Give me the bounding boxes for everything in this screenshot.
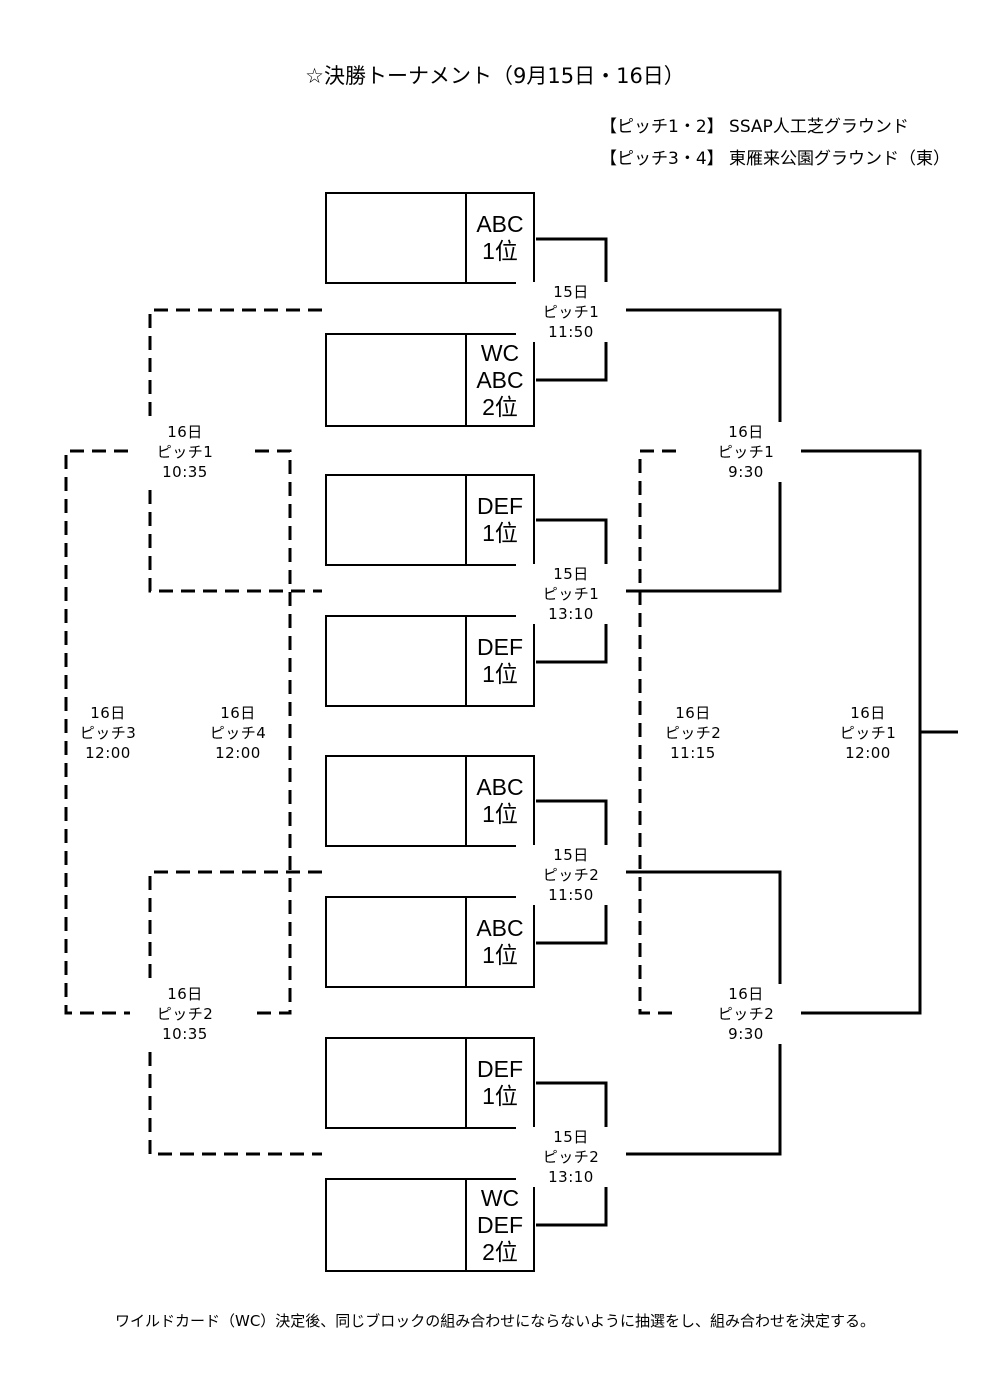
team-name-cell: [327, 617, 467, 705]
dashed-line-third: [638, 449, 676, 1015]
team-name-cell: [327, 757, 467, 845]
team-name-cell: [327, 335, 467, 425]
team-name-cell: [327, 1180, 467, 1270]
team-name-cell: [327, 1039, 467, 1127]
team-name-cell: [327, 898, 467, 986]
footnote: ワイルドカード（WC）決定後、同じブロックの組み合わせにならないように抽選をし、…: [114, 1312, 875, 1330]
team-name-cell: [327, 194, 467, 282]
page-title: ☆決勝トーナメント（9月15日・16日）: [305, 64, 685, 88]
venue-pitch-3-4: 【ピッチ3・4】 東雁来公園グラウンド（東）: [600, 149, 951, 169]
dashed-line-cons4: [255, 449, 292, 1015]
dashed-line-cons3: [64, 449, 150, 1015]
team-name-cell: [327, 476, 467, 564]
venue-pitch-1-2: 【ピッチ1・2】 SSAP人工芝グラウンド: [600, 117, 909, 137]
